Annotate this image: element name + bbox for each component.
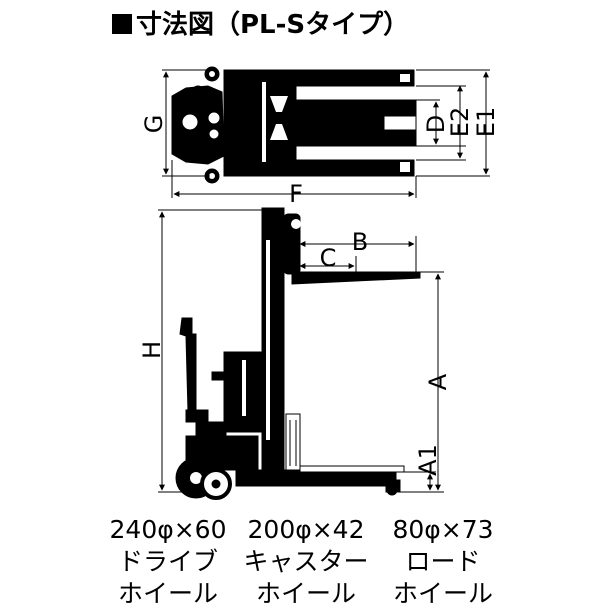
load-wheel-name-line2: ホイール (392, 579, 493, 608)
top-view-upper-fork (295, 99, 417, 117)
black-square-icon (112, 14, 132, 34)
top-view-chassis (223, 69, 297, 177)
caster-wheel-name-line2: ホイール (255, 579, 356, 608)
top-view-lower-fork (295, 129, 417, 147)
top-view (171, 66, 417, 184)
diagram-title-text: 寸法図（PL-Sタイプ） (136, 10, 410, 40)
dim-d-label: D (422, 115, 450, 133)
load-wheel (386, 484, 398, 496)
load-wheel-spec: 80φ×73 ロード ホイール (378, 514, 508, 610)
side-view-dimensions (158, 209, 444, 493)
drive-wheel-size: 240φ×60 (109, 515, 227, 544)
dim-e2-label: E2 (446, 107, 474, 137)
dim-h-label: H (138, 341, 166, 359)
drive-wheel-name-line1: ドライブ (117, 547, 218, 576)
side-view-fork (291, 271, 421, 285)
side-view-mast (261, 207, 285, 487)
top-view-lower-leg (295, 159, 415, 177)
load-wheel-size: 80φ×73 (392, 515, 494, 544)
side-view (175, 207, 421, 500)
top-view-upper-leg (295, 69, 415, 87)
dim-g-label: G (140, 115, 168, 134)
dim-f-label: F (289, 180, 303, 208)
caster-wheel-name-line1: キャスター (243, 547, 369, 576)
load-wheel-name-line1: ロード (405, 547, 481, 576)
dim-c-label: C (320, 244, 337, 272)
drive-wheel-name-line2: ホイール (117, 579, 218, 608)
dim-a1-label: A1 (414, 444, 442, 476)
caster-wheel-spec: 200φ×42 キャスター ホイール (236, 514, 376, 610)
side-view-handle (179, 317, 197, 413)
drive-wheel-spec: 240φ×60 ドライブ ホイール (98, 514, 238, 610)
caster-wheel-size: 200φ×42 (247, 515, 365, 544)
dim-b-label: B (352, 228, 368, 256)
top-view-dimensions (162, 69, 490, 198)
dim-e1-label: E1 (472, 107, 500, 137)
diagram-title: 寸法図（PL-Sタイプ） (112, 4, 409, 41)
dim-a-label: A (424, 373, 452, 390)
